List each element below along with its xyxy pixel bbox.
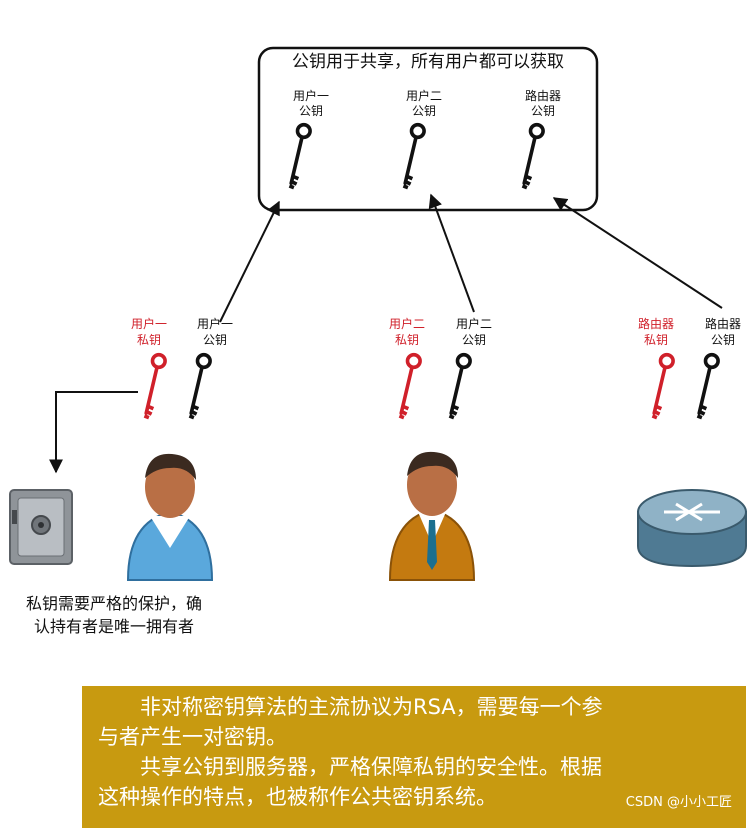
user2-public-key-label-line2: 公钥 [462,333,486,347]
user2-private-key-label-line2: 私钥 [395,333,419,347]
csdn-watermark: CSDN @小小工匠 [625,795,732,810]
user2-public-key-icon [447,352,473,420]
user1-public-key-icon [187,352,213,420]
pool-key-1-label-line1: 用户一 [293,88,329,103]
banner-line-4: 这种操作的特点，也被称作公共密钥系统。 [98,785,497,809]
user1-private-key-label-line1: 用户一 [131,316,167,331]
pool-public-key-1-icon [287,122,313,190]
upload-arrow-router [552,197,723,309]
user2-avatar-icon [388,451,476,581]
pool-key-3-label-line2: 公钥 [531,104,555,118]
summary-banner: 非对称密钥算法的主流协议为RSA，需要每一个参 与者产生一对密钥。 共享公钥到服… [82,686,746,828]
user2-private-key-label-line1: 用户二 [389,316,425,331]
pool-key-3-label-line1: 路由器 [525,88,561,103]
pool-key-2-label-line1: 用户二 [406,88,442,103]
user2-public-key-label-line1: 用户二 [456,316,492,331]
user1-private-key-icon [142,352,168,420]
router-icon [637,489,747,568]
user2-private-key-icon [397,352,423,420]
router-public-key-label-line1: 路由器 [705,316,741,331]
upload-arrow-user2 [428,193,475,313]
router-public-key-icon [695,352,721,420]
router-private-key-label-line1: 路由器 [638,316,674,331]
user1-public-key-label-line2: 公钥 [203,333,227,347]
upload-arrow-user1 [219,200,280,323]
store-arrow-to-safe [49,391,138,474]
banner-line-2: 与者产生一对密钥。 [98,725,287,749]
router-public-key-label-line2: 公钥 [711,333,735,347]
pool-key-2-label-line2: 公钥 [412,104,436,118]
banner-line-1: 非对称密钥算法的主流协议为RSA，需要每一个参 [140,695,603,719]
pool-title: 公钥用于共享，所有用户都可以获取 [292,52,564,72]
user1-avatar-icon [126,453,214,581]
banner-line-3: 共享公钥到服务器，严格保障私钥的安全性。根据 [140,755,602,779]
user1-public-key-label-line1: 用户一 [197,316,233,331]
note-line-1: 私钥需要严格的保护，确 [25,594,202,613]
public-key-pool-box [257,46,599,212]
note-line-2: 认持有者是唯一拥有者 [33,617,194,636]
user1-private-key-label-line2: 私钥 [137,333,161,347]
private-key-protection-note: 私钥需要严格的保护，确 认持有者是唯一拥有者 [4,592,224,638]
pool-public-key-2-icon [401,122,427,190]
pool-public-key-3-icon [520,122,546,190]
safe-icon [9,489,73,565]
router-private-key-label-line2: 私钥 [644,333,668,347]
router-private-key-icon [650,352,676,420]
pool-key-1-label-line2: 公钥 [299,104,323,118]
